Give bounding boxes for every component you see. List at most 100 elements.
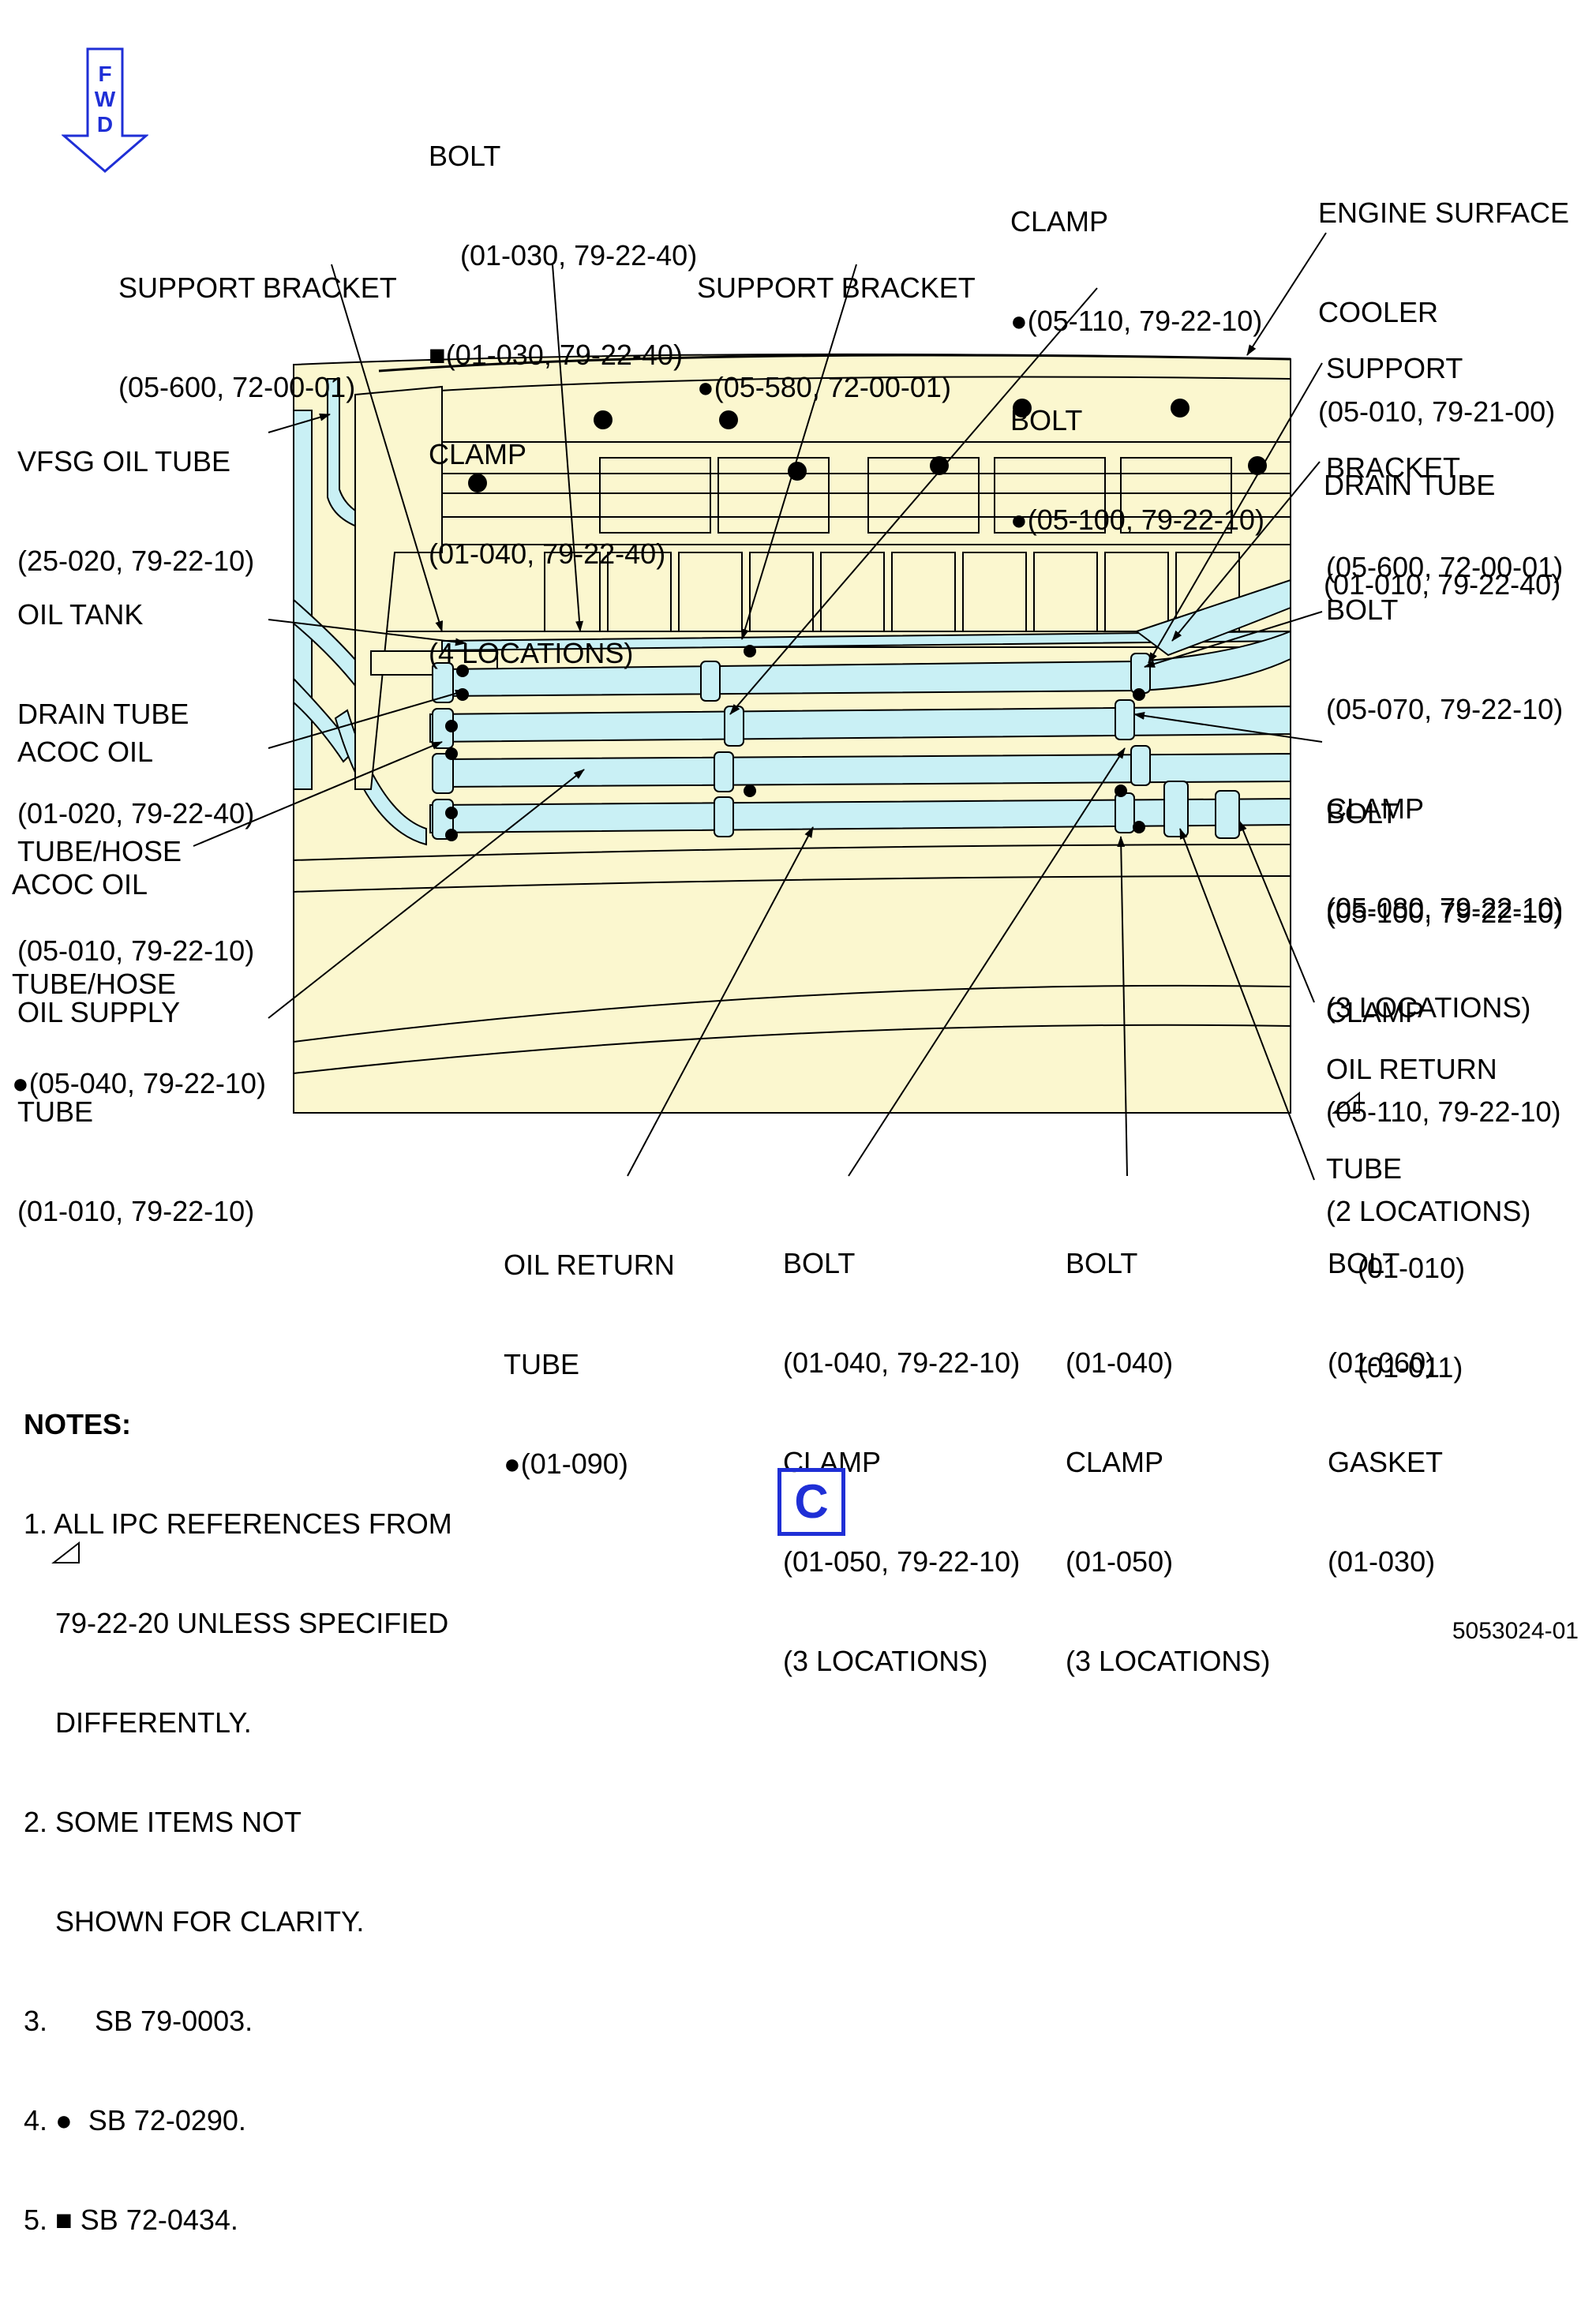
figure-number: 5053024-01 (1452, 1618, 1579, 1644)
clamps (432, 653, 1240, 840)
notes-block: NOTES: 1. ALL IPC REFERENCES FROM 79-22-… (24, 1342, 452, 2303)
label-line: ●(05-100, 79-22-10) (1010, 504, 1264, 536)
label-line: (05-600, 72-00-01) (1326, 551, 1564, 583)
label-oil-return-tube-right: OIL RETURN TUBE (01-010) (01-011) (1326, 987, 1497, 1451)
label-bolt-gasket: BOLT (01-060) GASKET (01-030) (1328, 1181, 1443, 1645)
label-acoc-oil-tube-1: ACOC OIL TUBE/HOSE (05-010, 79-22-10) (17, 669, 254, 1034)
label-line: TUBE (504, 1348, 580, 1380)
label-clamp-bolt-top: CLAMP ●(05-110, 79-22-10) BOLT ●(05-100,… (1010, 139, 1264, 603)
label-acoc-oil-tube-2: ACOC OIL TUBE/HOSE ●(05-040, 79-22-10) (12, 802, 266, 1166)
acoc-tube-1-shape (441, 630, 1291, 698)
label-line: ●(05-580, 72-00-01) (697, 371, 951, 403)
label-line: GASKET (1328, 1446, 1444, 1478)
label-support-bracket-left: SUPPORT BRACKET (05-600, 72-00-01) (118, 205, 397, 470)
label-line: CLAMP (429, 438, 527, 470)
note-line: 79-22-20 UNLESS SPECIFIED (24, 1607, 449, 1639)
label-line: (05-010, 79-22-10) (17, 934, 255, 967)
note-line: 3. SB 79-0003. (24, 2005, 253, 2037)
label-line: (01-011) (1326, 1351, 1463, 1384)
label-line: BOLT (783, 1247, 856, 1279)
label-line: SUPPORT BRACKET (118, 271, 397, 304)
label-bolt-clamp-top: BOLT (01-030, 79-22-40) ■(01-030, 79-22-… (429, 73, 697, 736)
label-line: (2 LOCATIONS) (1326, 1195, 1531, 1227)
fwd-letter-d: D (96, 112, 114, 137)
label-line: (05-600, 72-00-01) (118, 371, 356, 403)
label-line: OIL RETURN (1326, 1053, 1497, 1085)
label-line: (01-060) (1328, 1346, 1436, 1379)
label-support-bracket-right: SUPPORT BRACKET (05-600, 72-00-01) (1326, 286, 1563, 650)
label-line: (05-070, 79-22-10) (1326, 693, 1564, 725)
label-line: CLAMP (1010, 205, 1109, 238)
label-line: (01-050, 79-22-10) (783, 1545, 1021, 1578)
label-line: (01-040, 79-22-40) (429, 537, 666, 570)
label-line: ●(05-110, 79-22-10) (1010, 305, 1263, 337)
label-line: SUPPORT (1326, 352, 1463, 384)
label-line: (01-040) (1066, 1346, 1174, 1379)
note-line: 5. ■ SB 72-0434. (24, 2204, 238, 2236)
label-drain-tube: DRAIN TUBE (01-010, 79-22-40) (1324, 403, 1560, 668)
label-oil-supply-tube: OIL SUPPLY TUBE (01-010, 79-22-10) (17, 930, 254, 1294)
label-line: (01-010, 79-22-10) (17, 1195, 255, 1227)
label-line: BOLT (1326, 594, 1399, 626)
label-line: ACOC OIL (12, 868, 148, 901)
label-line: CLAMP (1326, 792, 1425, 825)
label-line: OIL TANK (17, 598, 144, 631)
label-line: (05-010, 79-21-00) (1318, 395, 1556, 428)
label-line: COOLER (1318, 296, 1439, 328)
label-line: (01-030) (1328, 1545, 1436, 1578)
label-line: (05-080, 79-22-10) (1326, 892, 1564, 924)
label-line: DRAIN TUBE (17, 698, 189, 730)
label-bolt-clamp-b2: BOLT (01-040) CLAMP (01-050) (3 LOCATION… (1066, 1181, 1270, 1744)
note-line: 1. ALL IPC REFERENCES FROM (24, 1507, 452, 1540)
diagram-stage: F W D BOLT (01-030, 79-22-40) ■(01-030, … (12, 47, 1579, 2236)
label-line: (01-010, 79-22-40) (1324, 568, 1561, 601)
label-line: ●(01-090) (504, 1447, 628, 1480)
label-line: (01-030, 79-22-40) (429, 239, 698, 271)
label-line: CLAMP (783, 1446, 882, 1478)
label-line: DRAIN TUBE (1324, 469, 1496, 501)
forward-arrow: F W D (62, 47, 148, 174)
label-line: (01-050) (1066, 1545, 1174, 1578)
cooler-top-flange (378, 354, 1291, 373)
label-line: BRACKET (1326, 451, 1461, 484)
label-line: ■(01-030, 79-22-40) (429, 339, 683, 371)
label-line: ACOC OIL (17, 736, 154, 768)
label-line: (25-020, 79-22-10) (17, 545, 255, 577)
label-line: TUBE (17, 1095, 94, 1128)
label-line: ENGINE SURFACE (1318, 197, 1570, 229)
fwd-letter-f: F (98, 62, 112, 86)
label-line: (01-010) (1326, 1252, 1466, 1284)
label-line: BOLT (429, 140, 501, 172)
label-support-bracket-mid: SUPPORT BRACKET ●(05-580, 72-00-01) (697, 205, 976, 470)
sb-79-0003-symbols (51, 1091, 1360, 1563)
label-line: (05-110, 79-22-10) (1326, 1095, 1561, 1128)
label-line: CLAMP (1066, 1446, 1164, 1478)
label-line: OIL SUPPLY (17, 996, 181, 1028)
leader-lines (193, 232, 1327, 1181)
label-line: BOLT (1326, 797, 1399, 829)
engine-illustration (51, 232, 1360, 1563)
label-line: TUBE (1326, 1152, 1403, 1185)
label-line: OIL RETURN (504, 1249, 675, 1281)
label-line: (01-040, 79-22-10) (783, 1346, 1021, 1379)
fwd-letter-w: W (94, 87, 116, 111)
label-bolt-clamp-r1: BOLT (05-070, 79-22-10) CLAMP (05-080, 7… (1326, 527, 1563, 1091)
label-line: VFSG OIL TUBE (17, 445, 231, 477)
label-bolt-clamp-r2: BOLT (05-100, 79-22-10) CLAMP (05-110, 7… (1326, 731, 1563, 1294)
note-line: 2. SOME ITEMS NOT (24, 1806, 302, 1838)
label-line: BOLT (1066, 1247, 1138, 1279)
label-line: (4 LOCATIONS) (429, 637, 634, 669)
label-line: (3 LOCATIONS) (783, 1645, 988, 1677)
notes-title: NOTES: (24, 1408, 132, 1440)
label-line: (01-020, 79-22-40) (17, 797, 255, 829)
label-line: (05-100, 79-22-10) (1326, 897, 1564, 929)
note-line: 4. ● SB 72-0290. (24, 2104, 246, 2136)
label-vfsg-oil-tube: VFSG OIL TUBE (25-020, 79-22-10) (17, 379, 254, 644)
label-line: SUPPORT BRACKET (697, 271, 976, 304)
label-line: (3 LOCATIONS) (1066, 1645, 1271, 1677)
view-label-box: C (777, 1468, 845, 1536)
label-line: CLAMP (1326, 996, 1425, 1028)
label-line: BOLT (1010, 404, 1083, 436)
label-bolt-clamp-b1: BOLT (01-040, 79-22-10) CLAMP (01-050, 7… (783, 1181, 1020, 1744)
label-engine-surface-cooler: ENGINE SURFACE COOLER (05-010, 79-21-00) (1318, 130, 1569, 495)
